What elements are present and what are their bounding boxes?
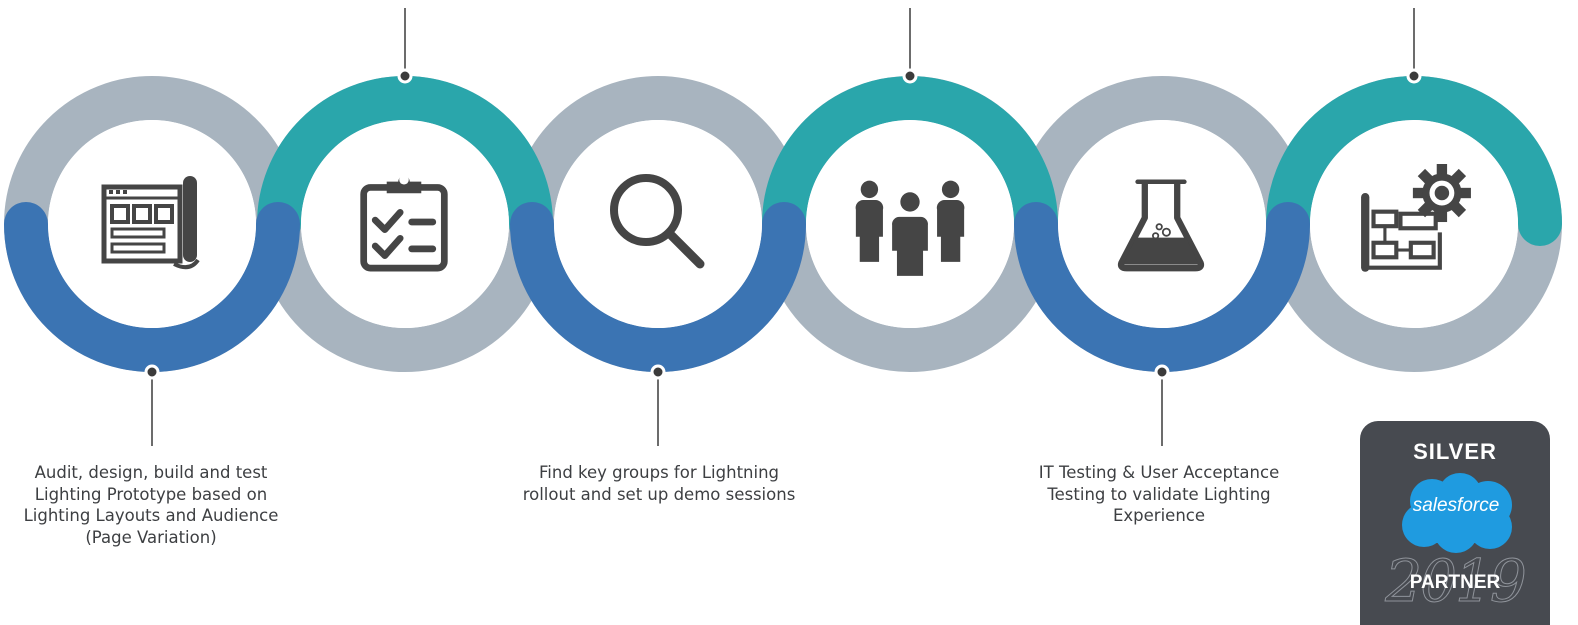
ring-3-arc — [510, 202, 806, 372]
step-5-caption: IT Testing & User Acceptance Testing to … — [1038, 463, 1280, 525]
salesforce-partner-badge: SILVER salesforce 2019 PARTNER — [1360, 421, 1550, 625]
step-3-caption: Find key groups for Lightning rollout an… — [522, 463, 796, 504]
inner-discs — [48, 120, 1518, 328]
connector-dots — [144, 68, 1422, 380]
ring-2-arc — [257, 76, 553, 246]
salesforce-cloud-logo — [1402, 473, 1512, 553]
badge-brand: salesforce — [1412, 495, 1500, 516]
ring-1-arc — [4, 202, 300, 372]
badge-tier: PARTNER — [1409, 572, 1501, 593]
badge-level: SILVER — [1413, 439, 1497, 464]
teal-arcs — [257, 76, 1562, 246]
step-1-caption: Audit, design, build and test Lighting P… — [23, 463, 279, 547]
badge-year: 2019 — [1385, 547, 1528, 616]
connectors — [151, 8, 1415, 446]
ring-4-arc — [762, 76, 1058, 246]
ring-6-arc — [1266, 76, 1562, 246]
ring-5-arc — [1014, 202, 1310, 372]
blue-arcs — [4, 202, 1310, 372]
